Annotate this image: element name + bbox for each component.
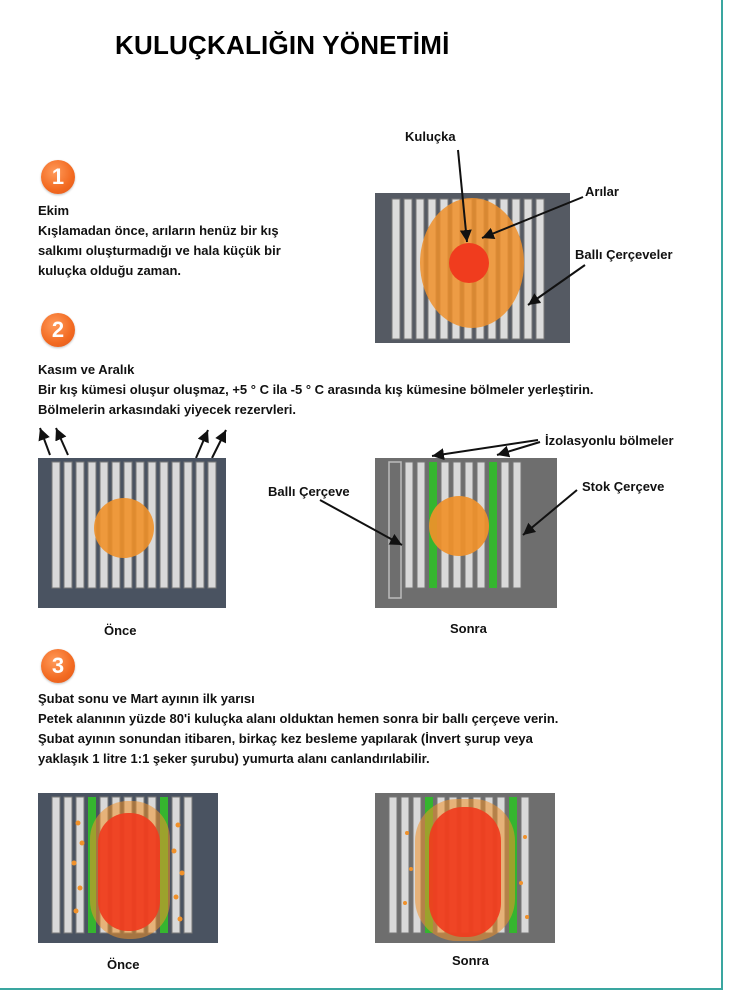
step-3-badge: 3: [41, 649, 75, 683]
hive-illustration-1: [375, 193, 570, 343]
brood-area: [429, 807, 501, 937]
label-brood: Kuluçka: [405, 129, 456, 144]
section-2-line-1: Bir kış kümesi oluşur oluşmaz, +5 ° C il…: [38, 382, 594, 397]
brood-area: [98, 813, 160, 931]
hive-illustration-2-after: [375, 458, 557, 608]
label-insulated-dividers: İzolasyonlu bölmeler: [545, 433, 674, 448]
label-honey-frames: Ballı Çerçeveler: [575, 247, 673, 262]
label-before-2: Önce: [104, 623, 137, 638]
section-1-line-3: kuluçka olduğu zaman.: [38, 263, 182, 278]
label-bees: Arılar: [585, 184, 619, 199]
scattered-bees: [403, 831, 529, 919]
section-1-line-1: Kışlamadan önce, arıların henüz bir kış: [38, 223, 279, 238]
winter-cluster: [94, 498, 154, 558]
section-3-text: Şubat sonu ve Mart ayının ilk yarısı Pet…: [38, 689, 558, 769]
label-honey-frame: Ballı Çerçeve: [268, 484, 350, 499]
winter-cluster: [429, 496, 489, 556]
label-after-3: Sonra: [452, 953, 489, 968]
label-after-2: Sonra: [450, 621, 487, 636]
hive-illustration-3-before: [38, 793, 218, 943]
section-2-text: Kasım ve Aralık Bir kış kümesi oluşur ol…: [38, 360, 594, 420]
section-3-line-3: yaklaşık 1 litre 1:1 şeker şurubu) yumur…: [38, 751, 430, 766]
label-before-3: Önce: [107, 957, 140, 972]
hive-illustration-3-after: [375, 793, 555, 943]
brood-area: [449, 243, 489, 283]
scattered-bees: [71, 820, 185, 922]
hive-illustration-2-before: [38, 458, 226, 608]
section-2-heading: Kasım ve Aralık: [38, 362, 135, 377]
section-3-line-2: Şubat ayının sonundan itibaren, birkaç k…: [38, 731, 533, 746]
section-1-text: Ekim Kışlamadan önce, arıların henüz bir…: [38, 201, 281, 281]
label-stock-frame: Stok Çerçeve: [582, 479, 665, 494]
section-2-line-2: Bölmelerin arkasındaki yiyecek rezervler…: [38, 402, 296, 417]
section-3-heading: Şubat sonu ve Mart ayının ilk yarısı: [38, 691, 255, 706]
section-1-heading: Ekim: [38, 203, 70, 218]
section-1-line-2: salkımı oluşturmadığı ve hala küçük bir: [38, 243, 281, 258]
section-3-line-1: Petek alanının yüzde 80'i kuluçka alanı …: [38, 711, 559, 726]
step-1-badge: 1: [41, 160, 75, 194]
step-2-badge: 2: [41, 313, 75, 347]
page-title: KULUÇKALIĞIN YÖNETİMİ: [115, 30, 450, 60]
